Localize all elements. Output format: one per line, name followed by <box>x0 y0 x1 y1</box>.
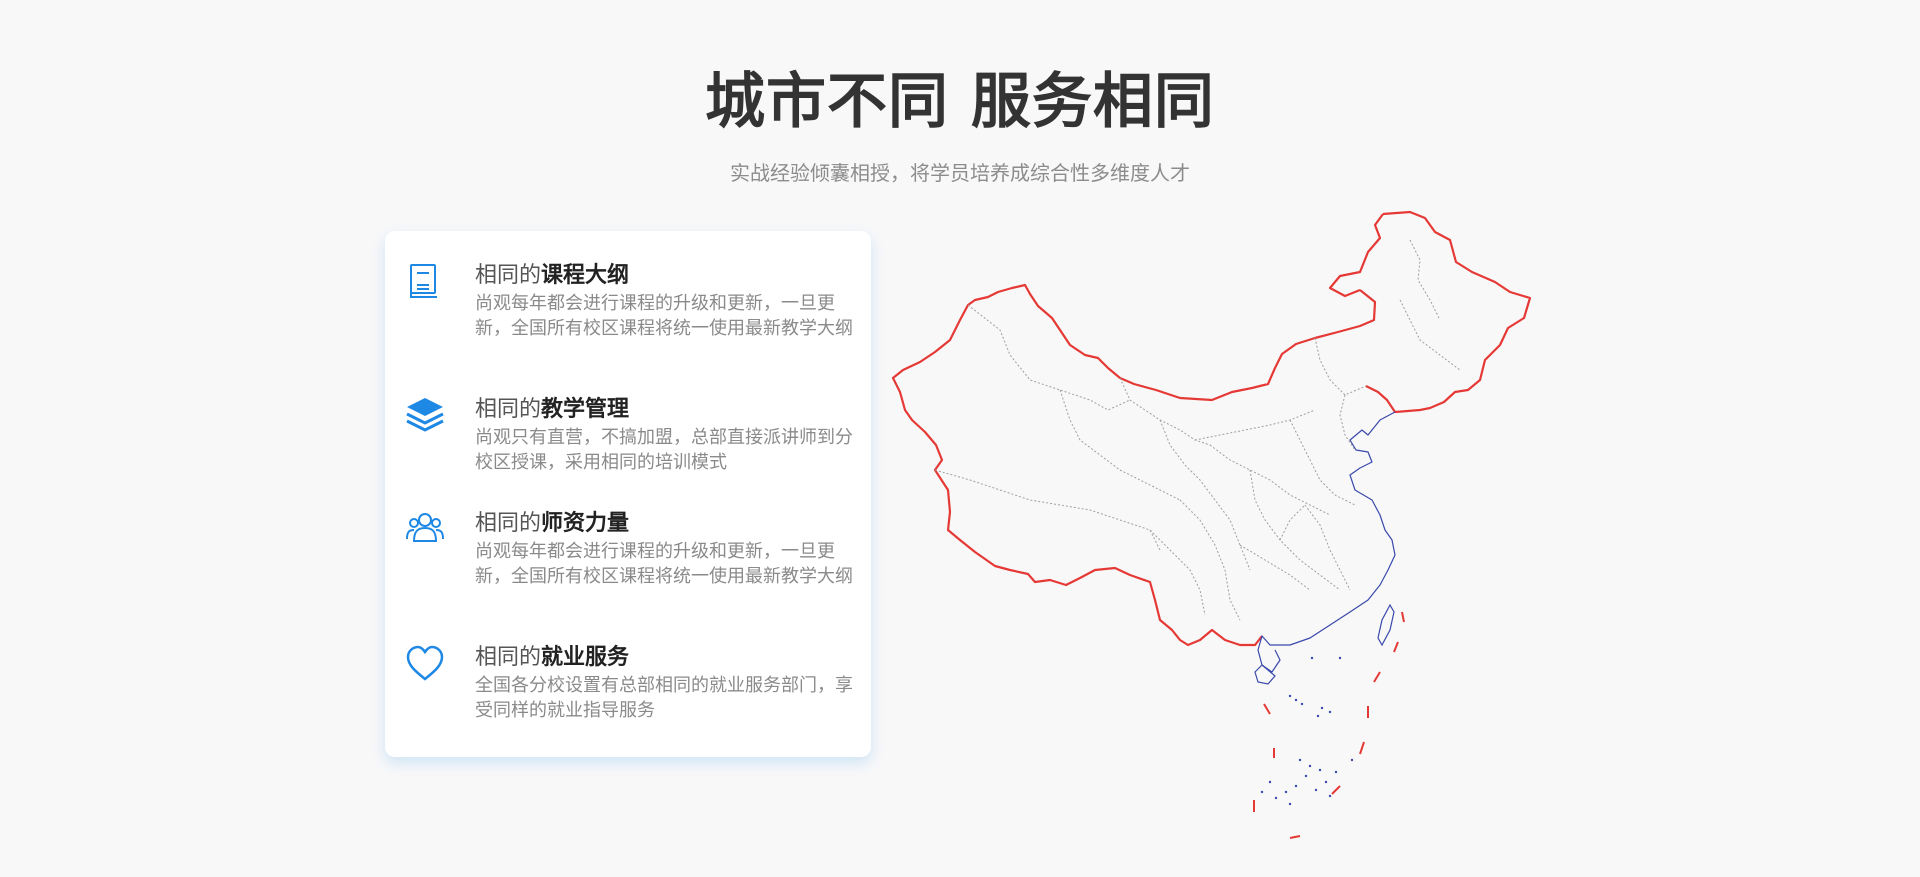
feature-prefix: 相同的 <box>475 263 542 288</box>
feature-prefix: 相同的 <box>475 645 542 670</box>
china-land-border <box>891 210 1532 647</box>
feature-desc: 尚观每年都会进行课程的升级和更新，一旦更新，全国所有校区课程将统一使用最新教学大… <box>475 293 853 339</box>
china-northeast-border <box>1328 213 1384 298</box>
feature-title: 师资力量 <box>541 511 630 536</box>
feature-faculty: 相同的师资力量 尚观每年都会进行课程的升级和更新，一旦更新，全国所有校区课程将统… <box>405 509 855 619</box>
feature-heading: 相同的师资力量 <box>475 509 855 539</box>
feature-text: 相同的教学管理 尚观只有直营，不搞加盟，总部直接派讲师到分校区授课，采用相同的培… <box>475 395 855 475</box>
feature-heading: 相同的教学管理 <box>475 395 855 425</box>
feature-prefix: 相同的 <box>475 511 542 536</box>
south-china-sea-islands <box>1260 656 1354 806</box>
feature-desc: 全国各分校设置有总部相同的就业服务部门，享受同样的就业指导服务 <box>475 675 853 721</box>
book-icon <box>410 264 437 298</box>
feature-text: 相同的师资力量 尚观每年都会进行课程的升级和更新，一旦更新，全国所有校区课程将统… <box>475 509 855 589</box>
page-subtitle: 实战经验倾囊相授，将学员培养成综合性多维度人才 <box>730 161 1190 185</box>
feature-desc: 尚观每年都会进行课程的升级和更新，一旦更新，全国所有校区课程将统一使用最新教学大… <box>475 541 853 587</box>
feature-text: 相同的课程大纲 尚观每年都会进行课程的升级和更新，一旦更新，全国所有校区课程将统… <box>475 261 855 341</box>
province-borders <box>934 239 1461 621</box>
feature-title: 就业服务 <box>541 645 630 670</box>
feature-title: 课程大纲 <box>541 263 630 288</box>
feature-desc: 尚观只有直营，不搞加盟，总部直接派讲师到分校区授课，采用相同的培训模式 <box>475 427 853 473</box>
feature-teaching-management: 相同的教学管理 尚观只有直营，不搞加盟，总部直接派讲师到分校区授课，采用相同的培… <box>405 395 855 485</box>
china-coastline <box>1257 411 1396 673</box>
layers-icon <box>406 398 444 432</box>
feature-text: 相同的就业服务 全国各分校设置有总部相同的就业服务部门，享受同样的就业指导服务 <box>475 643 855 723</box>
page-title: 城市不同 服务相同 <box>705 67 1215 137</box>
feature-employment: 相同的就业服务 全国各分校设置有总部相同的就业服务部门，享受同样的就业指导服务 <box>405 643 855 733</box>
hainan-island <box>1254 664 1276 685</box>
features-card: 相同的课程大纲 尚观每年都会进行课程的升级和更新，一旦更新，全国所有校区课程将统… <box>385 231 871 757</box>
users-icon <box>406 513 444 542</box>
feature-title: 教学管理 <box>541 397 630 422</box>
taiwan-island <box>1377 603 1395 647</box>
feature-heading: 相同的课程大纲 <box>475 261 855 291</box>
feature-curriculum: 相同的课程大纲 尚观每年都会进行课程的升级和更新，一旦更新，全国所有校区课程将统… <box>405 261 855 371</box>
feature-prefix: 相同的 <box>475 397 542 422</box>
heart-icon <box>406 645 444 681</box>
feature-heading: 相同的就业服务 <box>475 643 855 673</box>
south-china-sea-line <box>1253 611 1405 839</box>
china-map <box>891 210 1532 839</box>
